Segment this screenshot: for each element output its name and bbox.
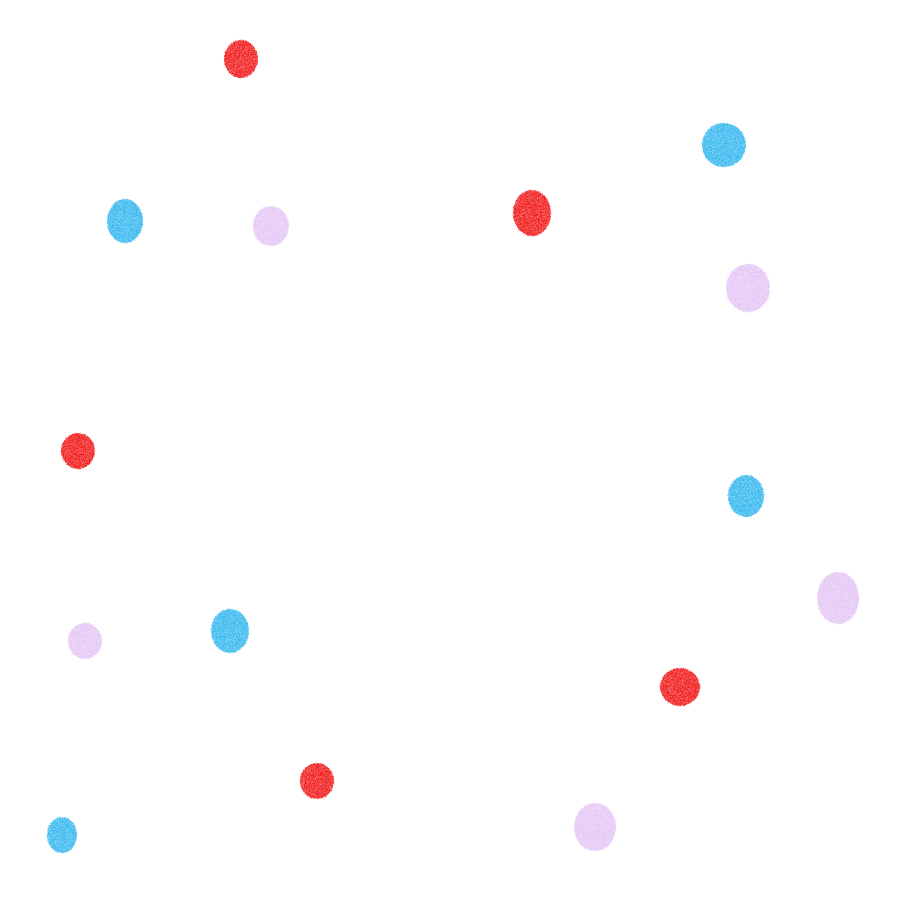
blue-dot bbox=[107, 199, 143, 243]
blue-dot bbox=[728, 475, 764, 517]
lavender-dot bbox=[574, 803, 616, 851]
blue-dot bbox=[47, 817, 77, 853]
blue-dot bbox=[211, 609, 249, 653]
red-dot bbox=[61, 433, 95, 469]
lavender-dot bbox=[253, 206, 289, 246]
red-dot bbox=[513, 190, 551, 236]
lavender-dot bbox=[68, 623, 102, 659]
red-dot bbox=[660, 668, 700, 706]
blue-dot bbox=[702, 123, 746, 167]
lavender-dot bbox=[817, 572, 859, 624]
red-dot bbox=[224, 40, 258, 78]
red-dot bbox=[300, 763, 334, 799]
lavender-dot bbox=[726, 264, 770, 312]
